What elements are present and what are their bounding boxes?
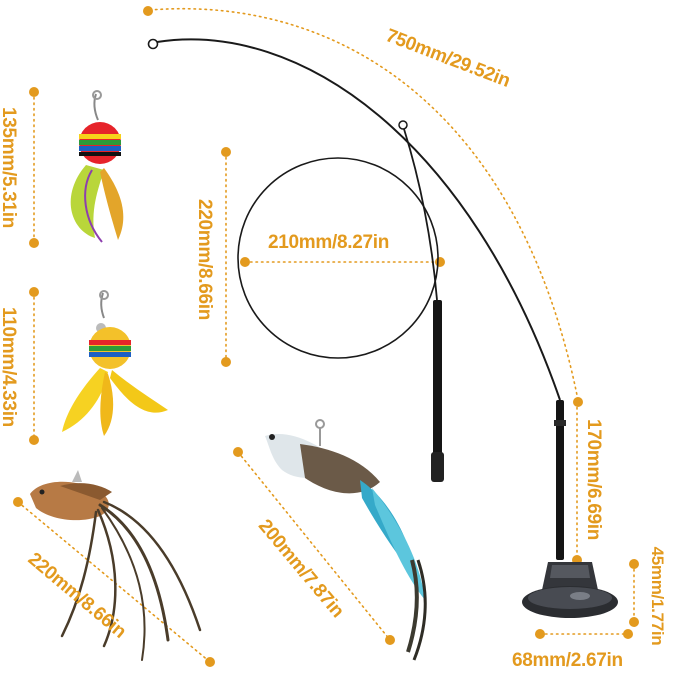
bird-feather-toy — [265, 419, 427, 661]
loop-height-label: 220mm/8.66in — [194, 199, 215, 321]
ball-toy-bottom-length-label: 110mm/4.33in — [0, 307, 19, 427]
dimension-guides — [17, 8, 635, 663]
loop-wand — [237, 120, 444, 482]
rainbow-ball-toy-top — [70, 90, 124, 243]
base-width-label: 68mm/2.67in — [512, 650, 623, 671]
rainbow-ball-toy-bottom — [62, 290, 168, 436]
wand-length-guide — [149, 8, 579, 401]
brown-bird-guide — [17, 501, 211, 663]
holder-height-label: 170mm/6.69in — [583, 419, 604, 541]
brown-bird-toy — [30, 470, 202, 661]
suction-base — [522, 562, 618, 618]
ball-toy-top-length-label: 135mm/5.31in — [0, 107, 19, 229]
base-height-label: 45mm/1.77in — [648, 546, 667, 646]
loop-width-label: 210mm/8.27in — [268, 232, 390, 253]
bird-toy-guide — [237, 451, 391, 641]
long-wand — [147, 38, 566, 560]
